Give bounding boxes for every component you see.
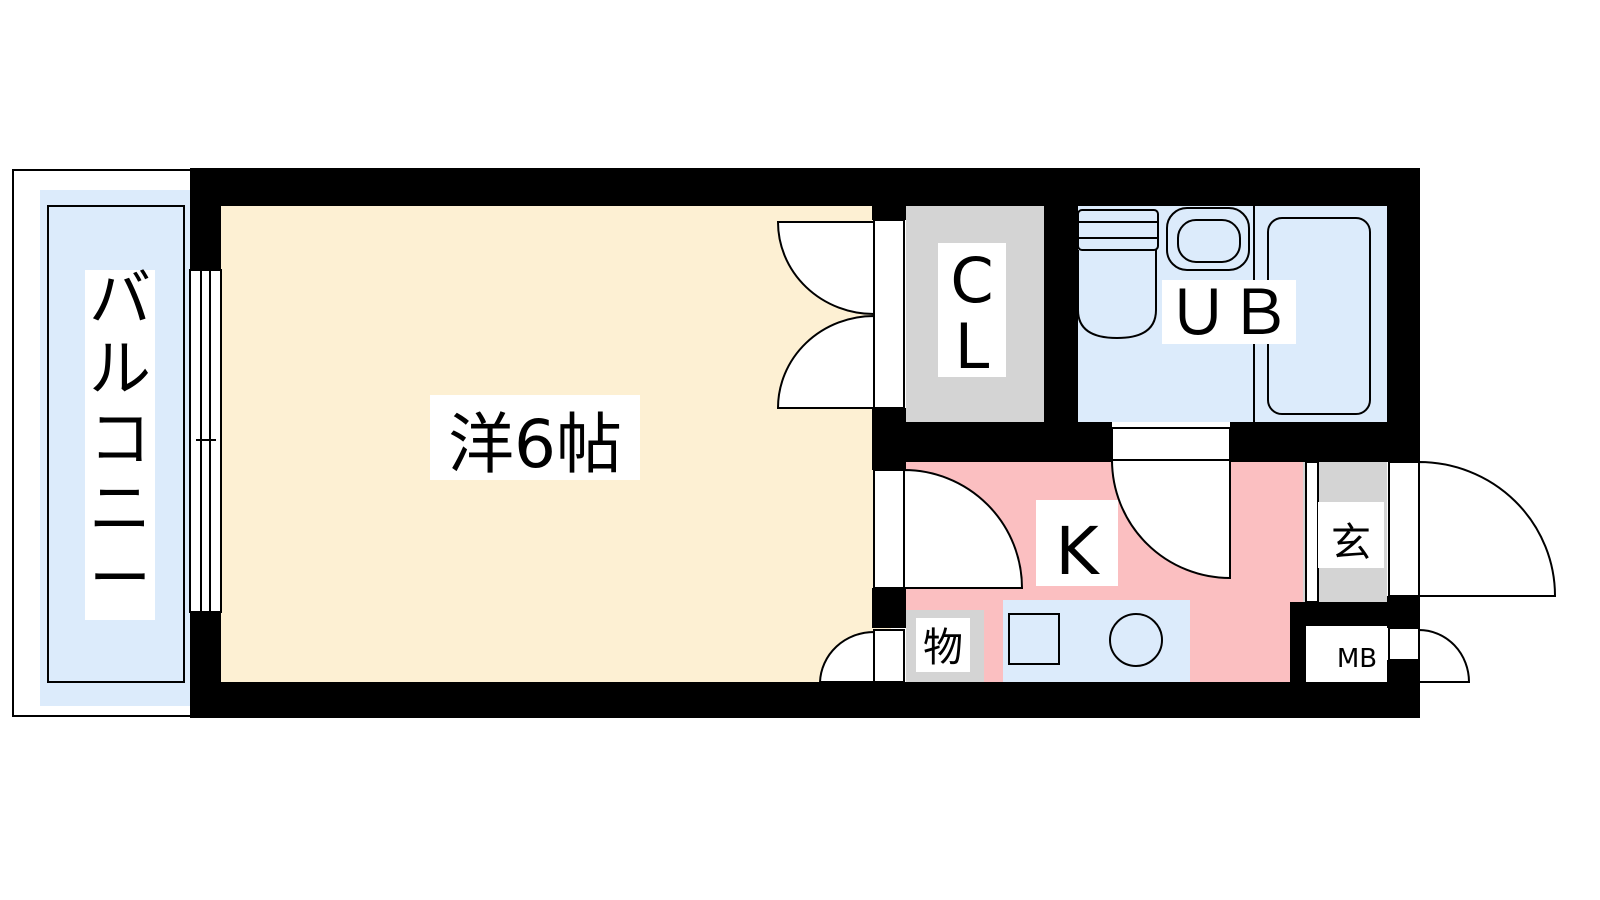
storage-label: 物	[923, 625, 963, 671]
kitchen-door	[873, 468, 1024, 589]
walls	[190, 168, 1420, 718]
kitchen-fixtures	[1008, 613, 1163, 667]
balcony: バ ル コ ニ ー	[12, 169, 194, 717]
closet-label-bottom: L	[955, 310, 990, 383]
balcony-label-5: ー	[89, 542, 151, 615]
balcony-label-3: コ	[89, 402, 151, 475]
balcony-label-4: ニ	[89, 472, 151, 545]
western-room-label: 洋6帖	[448, 406, 622, 483]
bathroom-door	[1110, 427, 1231, 580]
balcony-label-2: ル	[89, 332, 151, 405]
closet-label-top: C	[950, 244, 993, 317]
meter-box	[1306, 626, 1471, 683]
closet-door	[776, 219, 905, 409]
meter-box-label: MB	[1337, 644, 1377, 674]
storage-door	[818, 629, 905, 683]
kitchen-label: K	[1055, 513, 1100, 590]
balcony-label-1: バ	[89, 262, 151, 335]
entrance-label: 玄	[1331, 520, 1371, 566]
balcony-window	[189, 269, 222, 613]
entrance-door	[1305, 460, 1557, 603]
bath-label: ＵＢ	[1167, 276, 1291, 349]
